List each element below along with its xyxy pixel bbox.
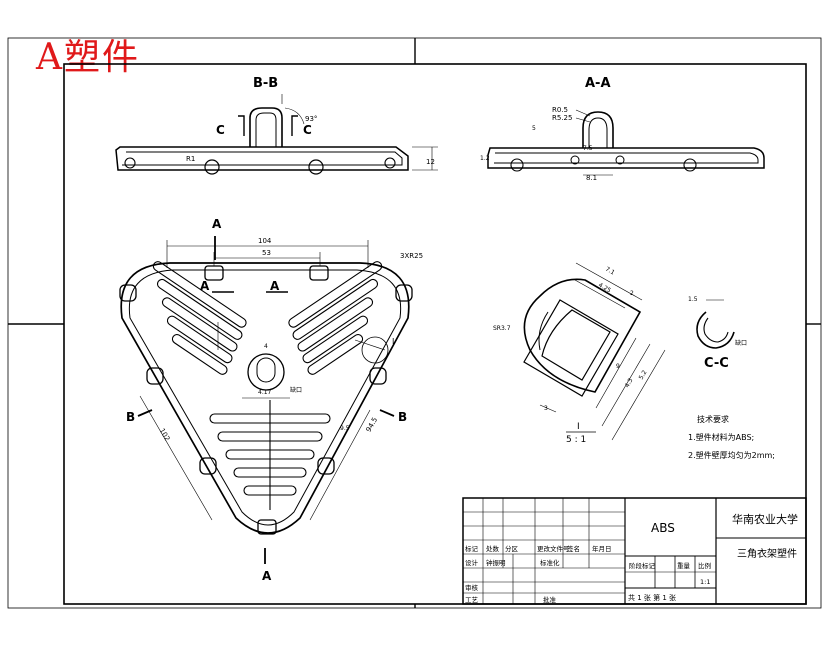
notes-line-1: 1.塑件材料为ABS; [688,432,754,442]
dim-gap-note: 缺口 [290,386,302,394]
foot-circle [510,158,524,172]
section-mark-a-top: A [212,217,222,231]
rib-group-left [152,261,247,375]
section-mark-c-left: C [216,123,225,137]
tb-date: 年月日 [592,544,612,553]
tb-stage: 阶段标记 [629,561,656,570]
tb-zone: 分区 [505,544,519,553]
center-hook-hole [247,353,285,391]
outer-frame [7,37,822,609]
foot-circle [124,157,136,169]
top-view: 104 53 3XR25 102 94.5 缺口 9.5 4.17 4 I A … [119,217,423,583]
dim-d81: 8.1 [586,174,597,182]
section-mark-a-bottom: A [262,569,272,583]
section-mark-b-right: B [398,410,407,424]
section-mark-a-mid-right: A [270,279,280,293]
tb-sheets: 共 1 张 第 1 张 [628,593,676,602]
rib-group-bottom [209,400,331,510]
dim-side-left: 102 [158,427,172,443]
tb-approve: 批准 [543,595,557,604]
foot-circle [204,159,220,175]
foot-circle [308,159,324,175]
section-bb-view: B-B 12 R1 93° C C [115,76,438,175]
view-label-aa: A-A [585,76,611,91]
dim-r1: R1 [186,155,195,163]
dim-r525: R5.25 [552,114,572,122]
dim-d5: 5 [532,125,536,132]
dim-r05: R0.5 [552,106,568,114]
dim-angle: 93° [305,115,317,123]
tb-sign: 签名 [567,544,580,553]
tb-count: 处数 [486,544,500,553]
view-label-cc: C-C [704,356,729,371]
tb-design: 设计 [465,558,479,567]
dim-top-width: 104 [258,237,272,245]
tb-scale-value: 1:1 [700,578,710,586]
title-block-text: ABS 华南农业大学 三角衣架塑件 标记 处数 分区 更改文件号 签名 年月日 … [465,512,798,604]
dim-detail-425: 4.25 [597,282,612,295]
tb-change-doc: 更改文件号 [537,544,570,553]
foot-circle [683,158,697,172]
dim-d12: 1.2 [480,155,490,162]
dim-fillets: 3XR25 [400,252,423,260]
technical-notes: 技术要求 1.塑件材料为ABS; 2.塑件壁厚均匀为2mm; [688,414,775,460]
dim-detail-3: 3 [544,405,548,412]
tb-material: ABS [651,521,675,535]
tb-review: 审核 [465,583,479,592]
detail-view-i: 7.1 4.25 2 SR3.7 5.2 4.3 3 9 I 5 : 1 [493,262,666,445]
centering-marks [8,38,821,608]
detail-callout-label: I [392,337,394,346]
dim-detail-sr: SR3.7 [493,325,511,332]
detail-view-scale: 5 : 1 [566,435,586,445]
tb-weight: 重量 [677,562,691,570]
dim-detail-2: 2 [630,290,634,297]
dim-side-right: 94.5 [365,416,380,434]
notes-line-2: 2.塑件壁厚均匀为2mm; [688,450,775,460]
detail-view-label: I [577,422,580,432]
foot-circle [384,157,396,169]
section-mark-b-left: B [126,410,135,424]
dim-cc-gap: 缺口 [735,339,747,347]
tb-school: 华南农业大学 [732,512,798,526]
title-block [462,497,807,605]
drawing-title-stamp: A塑件 [36,37,140,78]
view-label-bb: B-B [253,76,278,91]
section-mark-a-mid-left: A [200,279,210,293]
tb-mark: 标记 [465,544,479,553]
dim-cc-15: 1.5 [688,296,698,303]
tb-standard: 标准化 [540,558,560,567]
section-cc-view: 1.5 缺口 C-C [688,296,747,371]
dim-d95: 9.5 [340,425,350,432]
dim-d417: 4.17 [258,389,272,396]
notes-title: 技术要求 [697,414,729,424]
tb-scale-label: 比例 [698,561,711,570]
section-aa-view: A-A R0.5 R5.25 8.1 7.5 1.2 5 [480,76,765,182]
dim-detail-9: 9 [616,363,620,370]
dim-height: 12 [426,158,435,166]
tb-process: 工艺 [465,596,479,604]
triangle-outline [120,262,410,534]
top-view-dims [139,240,386,521]
dim-top-inner: 53 [262,249,271,257]
dim-d4: 4 [264,343,268,350]
tb-part-name: 三角衣架塑件 [737,547,797,560]
section-mark-c-right: C [303,123,312,137]
dim-detail-52: 5.2 [638,369,649,381]
foot-circle [615,155,625,165]
rib-group-right [288,261,383,375]
detail-circle-marker [361,336,389,364]
dim-detail-71: 7.1 [604,266,616,277]
dim-d75: 7.5 [583,145,593,152]
inner-frame [63,63,807,605]
foot-circle [570,155,580,165]
tb-designer: 钟振明 [486,558,506,567]
dim-detail-43: 4.3 [624,377,635,389]
